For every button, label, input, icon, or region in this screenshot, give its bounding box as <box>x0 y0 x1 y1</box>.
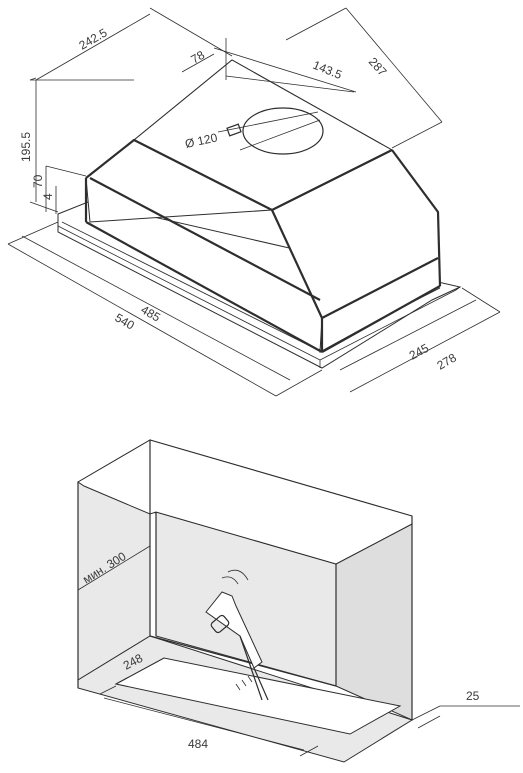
hand-illustration <box>205 569 269 701</box>
top-dimension-lines <box>7 7 501 397</box>
dim-inner-width: 485 <box>139 302 164 324</box>
bottom-dimension-lines <box>77 545 520 757</box>
dim-cutout-width: 484 <box>188 737 208 751</box>
dim-rim-height: 70 <box>31 174 45 188</box>
dim-front-offset: 25 <box>466 689 480 703</box>
dim-width-top: 242.5 <box>77 25 110 52</box>
duct-opening <box>242 107 324 155</box>
hood-isometric <box>57 59 462 369</box>
dim-duct-pos: 143.5 <box>311 58 344 82</box>
dim-rim-thick: 4 <box>41 193 55 200</box>
dim-outer-width: 540 <box>113 310 138 332</box>
dim-depth-top: 287 <box>366 55 390 79</box>
dim-outer-depth: 278 <box>435 350 460 372</box>
dim-offset: 78 <box>189 48 208 67</box>
dim-height: 195.5 <box>19 132 33 162</box>
dim-duct-diameter: Ø 120 <box>184 130 219 151</box>
cabinet-drawing <box>77 439 414 763</box>
